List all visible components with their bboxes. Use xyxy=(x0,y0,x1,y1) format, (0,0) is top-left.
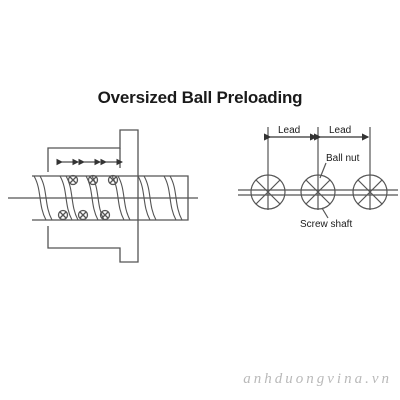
ball-nut-label: Ball nut xyxy=(326,153,360,164)
ball xyxy=(67,174,79,186)
ball xyxy=(300,174,336,210)
ball xyxy=(99,209,111,221)
screw-shaft-leader xyxy=(321,207,329,219)
thread-helix xyxy=(33,175,183,221)
ball-nut-leader xyxy=(319,162,327,179)
watermark: anhduongvina.vn xyxy=(243,371,392,387)
lead-label-2: Lead xyxy=(329,125,351,136)
ball-nut-outline xyxy=(47,129,139,263)
ball xyxy=(352,174,388,210)
ball xyxy=(250,174,286,210)
ball xyxy=(87,174,99,186)
upper-balls xyxy=(67,174,119,186)
lead-schematic xyxy=(238,127,398,219)
ball xyxy=(77,209,89,221)
screw-shaft-label: Screw shaft xyxy=(300,219,352,230)
lead-label-1: Lead xyxy=(278,125,300,136)
diagram-title: Oversized Ball Preloading xyxy=(97,88,303,107)
lower-balls xyxy=(57,209,111,221)
ball xyxy=(107,174,119,186)
ball xyxy=(57,209,69,221)
ball-screw-section xyxy=(8,129,198,263)
